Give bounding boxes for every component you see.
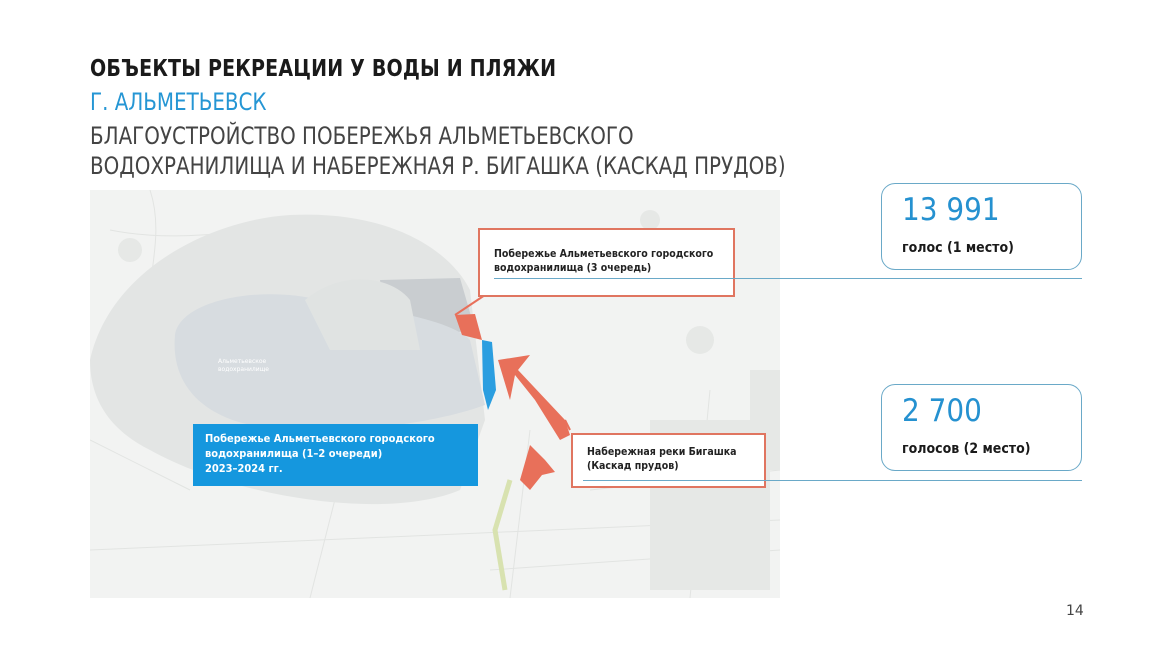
- stat-card-first-place: 13 991 голос (1 место): [881, 183, 1082, 270]
- divider-line: [583, 480, 1082, 481]
- slide-title: ОБЪЕКТЫ РЕКРЕАЦИИ У ВОДЫ И ПЛЯЖИ: [90, 56, 557, 82]
- vote-label: голосов (2 место): [902, 441, 1031, 457]
- callout-bigashka: Набережная реки Бигашка (Каскад прудов): [571, 433, 766, 488]
- zone-bigashka: [498, 355, 570, 440]
- page-number: 14: [1066, 603, 1084, 619]
- callout-text: водохранилища (1–2 очереди): [205, 447, 383, 460]
- callout-text: Набережная реки Бигашка: [587, 446, 737, 458]
- water-label-line-1: Альметьевское: [218, 358, 267, 365]
- divider-line: [494, 278, 1082, 279]
- zone-stage-1-2: [482, 340, 496, 410]
- subtitle-line-1: БЛАГОУСТРОЙСТВО ПОБЕРЕЖЬЯ АЛЬМЕТЬЕВСКОГО: [90, 122, 634, 150]
- vote-count: 2 700: [902, 393, 982, 429]
- subtitle-line-2: ВОДОХРАНИЛИЩА И НАБЕРЕЖНАЯ Р. БИГАШКА (К…: [90, 152, 786, 180]
- callout-text: Побережье Альметьевского городского: [494, 248, 714, 260]
- stat-card-second-place: 2 700 голосов (2 место): [881, 384, 1082, 471]
- callout-text: водохранилища (3 очередь): [494, 262, 652, 274]
- vote-label: голос (1 место): [902, 240, 1014, 256]
- zone-bigashka-south: [520, 445, 555, 490]
- water-label-line-2: водохранилище: [218, 366, 269, 373]
- zone-stage-3: [455, 314, 482, 340]
- city-name: Г. АЛЬМЕТЬЕВСК: [90, 88, 267, 116]
- callout-text: Побережье Альметьевского городского: [205, 432, 435, 445]
- callout-text: (Каскад прудов): [587, 460, 679, 472]
- callout-text: 2023–2024 гг.: [205, 462, 283, 475]
- callout-stage-1-2: Побережье Альметьевского городского водо…: [193, 424, 478, 486]
- callout-stage-3: Побережье Альметьевского городского водо…: [478, 228, 735, 297]
- vote-count: 13 991: [902, 192, 1000, 228]
